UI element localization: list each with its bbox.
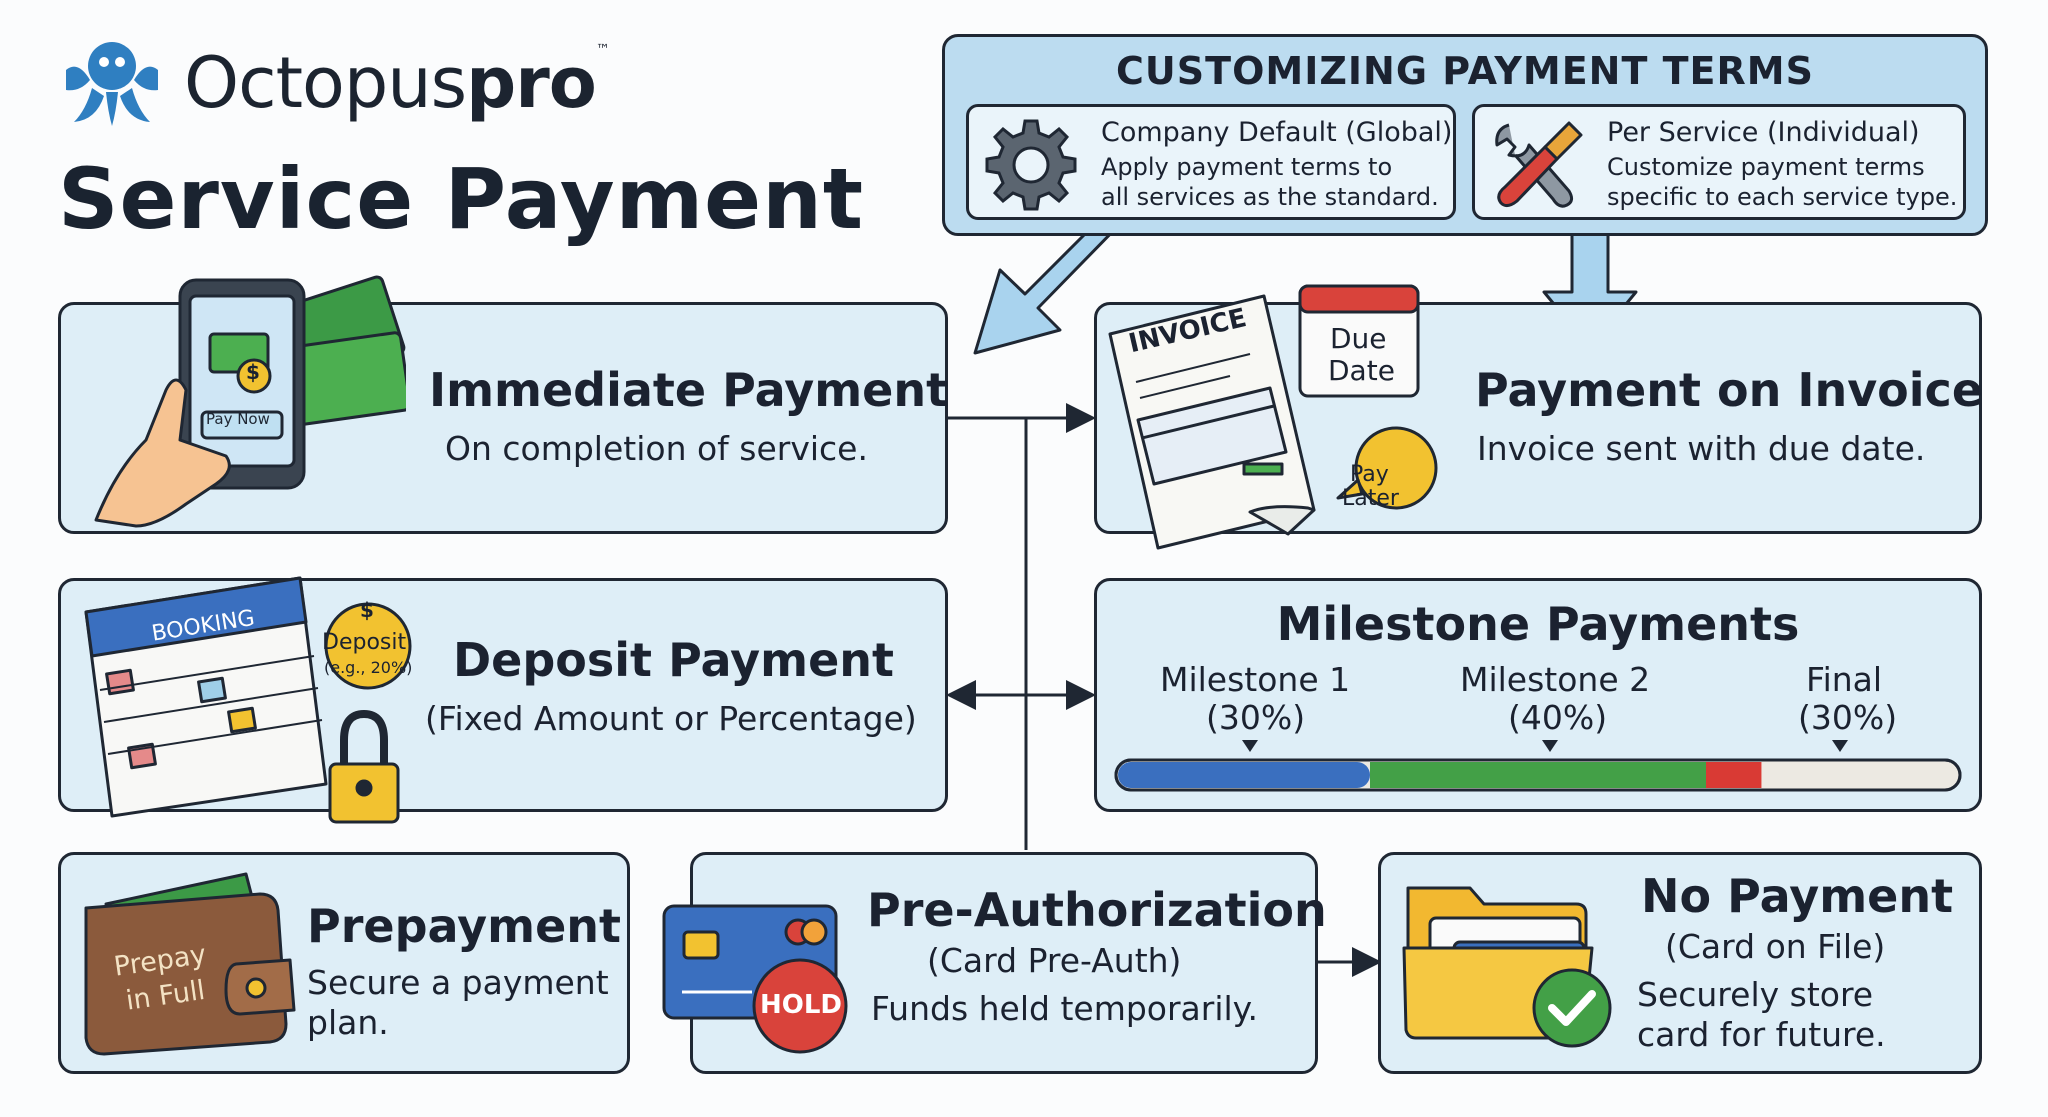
no-payment-line1: Securely store	[1637, 975, 1874, 1014]
global-terms-card: Company Default (Global) Apply payment t…	[966, 104, 1456, 220]
no-payment-subtitle: (Card on File)	[1665, 927, 1886, 966]
individual-terms-card: Per Service (Individual) Customize payme…	[1472, 104, 1966, 220]
milestone-1-percent: (30%)	[1206, 698, 1306, 737]
prepayment-line2: plan.	[307, 1003, 389, 1042]
pay-later-line2: Later	[1342, 486, 1399, 511]
prepayment-title: Prepayment	[307, 899, 622, 953]
preauth-subtitle: (Card Pre-Auth)	[927, 941, 1182, 980]
individual-terms-line1: Customize payment terms	[1607, 153, 1925, 181]
milestone-segment-2	[1370, 762, 1706, 788]
brand-name: Octopuspro™	[184, 42, 610, 124]
folder-card-icon	[1402, 886, 1612, 1048]
milestone-progress-bar	[1114, 740, 1962, 792]
milestone-final-percent: (30%)	[1798, 698, 1898, 737]
gear-icon	[985, 119, 1077, 211]
deposit-bag-symbol: $	[360, 598, 374, 622]
invoice-subtitle: Invoice sent with due date.	[1477, 429, 1926, 468]
invoice-title: Payment on Invoice	[1475, 363, 1984, 417]
due-date-line1: Due	[1330, 322, 1387, 355]
no-payment-title: No Payment	[1641, 869, 1954, 923]
coin-symbol: $	[246, 360, 260, 384]
immediate-title: Immediate Payment	[429, 363, 949, 417]
invoice-document-icon	[1108, 284, 1438, 550]
milestone-title: Milestone Payments	[1276, 597, 1800, 651]
brand-name-prefix: Octopus	[184, 42, 467, 124]
page-title: Service Payment	[58, 150, 865, 248]
immediate-subtitle: On completion of service.	[445, 429, 868, 468]
preauth-body: Funds held temporarily.	[871, 989, 1258, 1028]
milestone-final-label: Final	[1806, 660, 1883, 699]
milestone-segment-3	[1706, 762, 1762, 788]
pay-now-button: Pay Now	[206, 410, 270, 428]
octopus-logo-icon	[56, 30, 168, 130]
global-terms-line2: all services as the standard.	[1101, 183, 1439, 211]
milestone-1-label: Milestone 1	[1160, 660, 1351, 699]
pay-later-line1: Pay	[1350, 462, 1389, 487]
no-payment-line2: card for future.	[1637, 1015, 1886, 1054]
milestone-2-label: Milestone 2	[1460, 660, 1651, 699]
global-terms-title: Company Default (Global)	[1101, 117, 1453, 148]
brand-name-suffix: pro	[466, 42, 597, 124]
hold-label: HOLD	[760, 990, 843, 1020]
global-terms-line1: Apply payment terms to	[1101, 153, 1393, 181]
deposit-title: Deposit Payment	[453, 633, 895, 687]
milestone-segment-1	[1118, 762, 1370, 788]
deposit-subtitle: (Fixed Amount or Percentage)	[425, 699, 917, 738]
brand-trademark: ™	[595, 42, 610, 58]
customizing-title: CUSTOMIZING PAYMENT TERMS	[1116, 49, 1814, 93]
wrench-brush-icon	[1495, 121, 1583, 208]
wallet-icon	[84, 872, 296, 1056]
due-date-line2: Date	[1328, 354, 1395, 387]
individual-terms-line2: specific to each service type.	[1607, 183, 1958, 211]
credit-card-hold-icon	[662, 904, 848, 1054]
phone-payment-icon	[94, 275, 406, 528]
preauth-title: Pre-Authorization	[867, 883, 1327, 937]
milestone-2-percent: (40%)	[1508, 698, 1608, 737]
arrow-to-immediate-icon	[973, 228, 1122, 355]
deposit-badge-line1: Deposit	[322, 630, 407, 655]
deposit-badge-line2: (e.g., 20%)	[324, 658, 413, 677]
booking-calendar-icon	[84, 576, 412, 824]
individual-terms-title: Per Service (Individual)	[1607, 117, 1920, 148]
prepayment-line1: Secure a payment	[307, 963, 609, 1002]
